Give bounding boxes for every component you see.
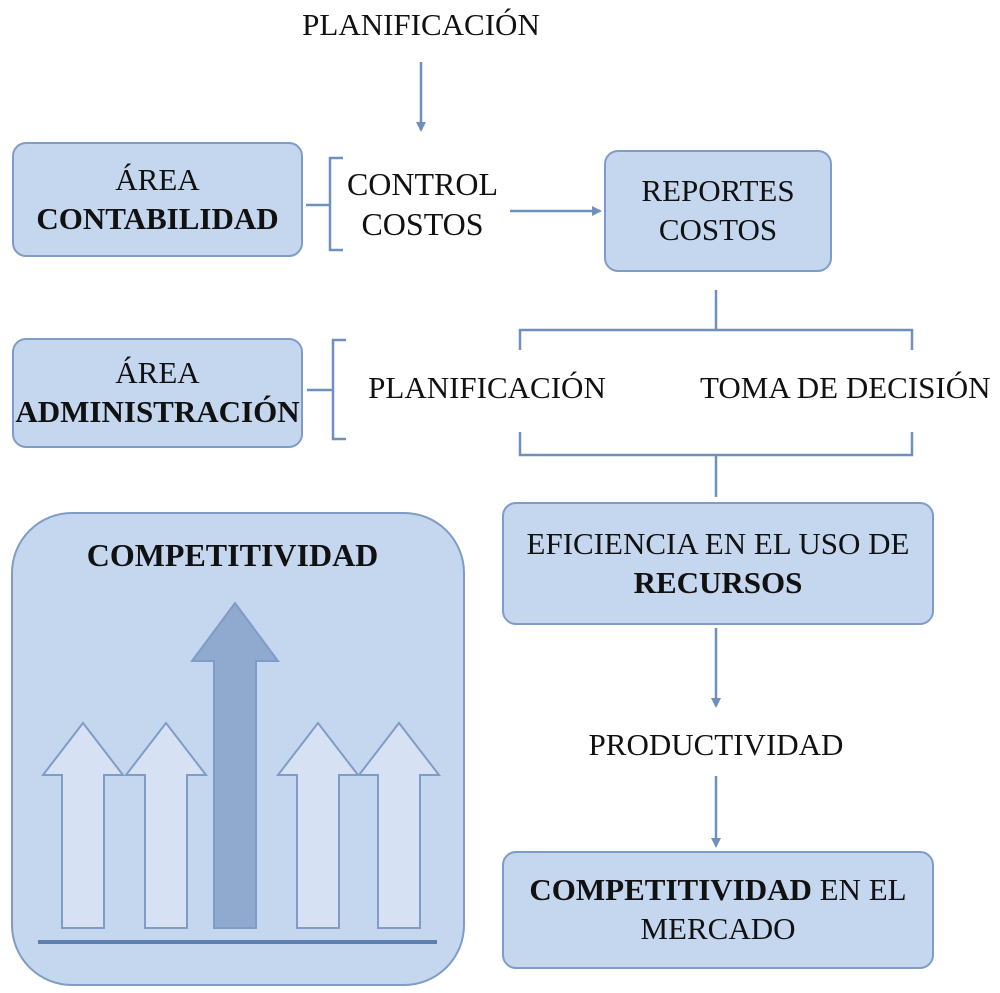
area-administracion-box: ÁREA ADMINISTRACIÓN [12,338,303,448]
competitividad-mercado-rest: EN EL [811,872,907,908]
brace-decision-bottom [518,432,914,497]
competitividad-mercado-bold: COMPETITIVIDAD [529,872,812,908]
planificacion-label: PLANIFICACIÓN [368,370,606,405]
control-costos-label: CONTROL COSTOS [345,164,500,244]
main-growth-arrow-icon [190,601,280,929]
growth-arrow-icon-3 [275,721,361,929]
toma-decision-label: TOMA DE DECISIÓN [700,370,991,405]
competitividad-mercado-line1: COMPETITIVIDAD EN EL [529,871,906,910]
area-administracion-line1: ÁREA [115,355,200,391]
brace-administracion [307,338,346,441]
reportes-costos-box: REPORTES COSTOS [604,150,832,272]
growth-arrow-icon-2 [123,721,209,929]
competitividad-title: COMPETITIVIDAD [86,537,379,573]
growth-arrow-icon-4 [356,721,442,929]
eficiencia-box: EFICIENCIA EN EL USO DE RECURSOS [502,502,934,625]
area-contabilidad-line1: ÁREA [115,161,200,197]
brace-contabilidad [306,156,343,252]
reportes-costos-line2: COSTOS [658,212,778,247]
reportes-costos-line1: REPORTES [641,173,795,209]
brace-reportes-top [518,290,914,350]
eficiencia-line2: RECURSOS [633,564,803,600]
top-planificacion-label: PLANIFICACIÓN [302,7,540,42]
control-costos-line1: CONTROL [346,166,499,202]
area-contabilidad-box: ÁREA CONTABILIDAD [12,142,303,257]
control-costos-line2: COSTOS [361,206,484,242]
area-administracion-line2: ADMINISTRACIÓN [15,394,300,429]
eficiencia-line1: EFICIENCIA EN EL USO DE [526,525,910,561]
competitividad-mercado-box: COMPETITIVIDAD EN EL MERCADO [502,851,934,969]
growth-arrow-icon-1 [40,721,126,929]
competitividad-mercado-line2: MERCADO [640,911,796,946]
productividad-label: PRODUCTIVIDAD [588,727,844,762]
area-contabilidad-line2: CONTABILIDAD [36,200,279,236]
